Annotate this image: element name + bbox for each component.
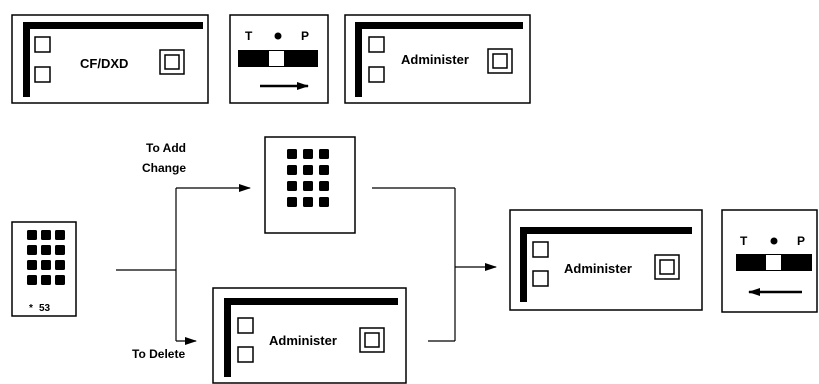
keypad-key[interactable] [27,275,37,285]
keypad-key[interactable] [55,245,65,255]
administer-label-delete: Administer [269,333,337,348]
line-button-bottom[interactable] [34,66,51,83]
keypad-key[interactable] [41,245,51,255]
cf-dxd-label: CF/DXD [80,56,128,71]
add-change-label: To Add Change [142,141,189,175]
switch-2-indicator-dot [770,237,778,245]
keypad-key[interactable] [27,260,37,270]
delete-label: To Delete [132,347,185,361]
keypad-key[interactable] [319,149,329,159]
switch-2-slider[interactable] [766,255,781,270]
keypad-key[interactable] [287,149,297,159]
keypad-keys [287,149,329,207]
keypad-key[interactable] [41,230,51,240]
keypad-key[interactable] [303,181,313,191]
test-program-switch-1: T P [229,14,329,104]
line-button-top[interactable] [237,317,254,334]
keypad-key[interactable] [287,165,297,175]
line-button-bottom[interactable] [237,346,254,363]
keypad-key[interactable] [41,260,51,270]
switch-1-slider[interactable] [269,51,284,66]
keypad-key[interactable] [319,165,329,175]
keypad-key[interactable] [319,181,329,191]
keypad-key[interactable] [303,197,313,207]
keypad-keys [27,230,65,285]
cf-dxd-button-panel: CF/DXD [11,14,209,104]
keypad-key[interactable] [303,149,313,159]
switch-2-t-label: T [740,234,748,248]
line-button-top[interactable] [368,36,385,53]
keypad-key[interactable] [41,275,51,285]
switch-1-p-label: P [301,29,309,43]
line-button-top[interactable] [532,241,549,258]
keypad-key[interactable] [55,260,65,270]
line-button-bottom[interactable] [532,270,549,287]
keypad-key[interactable] [287,197,297,207]
administer-button-panel-top: Administer [344,14,531,104]
switch-1-t-label: T [245,29,253,43]
star-symbol: * [29,303,33,314]
keypad-key[interactable] [319,197,329,207]
switch-2-p-label: P [797,234,805,248]
test-program-switch-2: T P [721,209,818,313]
merge-connectors [372,187,497,342]
branch-connectors [116,184,251,345]
administer-label-result: Administer [564,261,632,276]
administer-button-panel-delete: Administer [212,287,407,384]
administer-button-panel-result: Administer [509,209,703,311]
keypad-key[interactable] [303,165,313,175]
keypad-key[interactable] [55,230,65,240]
keypad-key[interactable] [55,275,65,285]
administer-label-top: Administer [401,52,469,67]
dial-code: 53 [39,303,51,314]
dial-pad-code: * 53 [11,221,77,317]
line-button-bottom[interactable] [368,66,385,83]
keypad-key[interactable] [27,230,37,240]
switch-1-indicator-dot [274,32,282,40]
keypad-key[interactable] [287,181,297,191]
dial-pad-entry [264,136,356,234]
line-button-top[interactable] [34,36,51,53]
keypad-key[interactable] [27,245,37,255]
